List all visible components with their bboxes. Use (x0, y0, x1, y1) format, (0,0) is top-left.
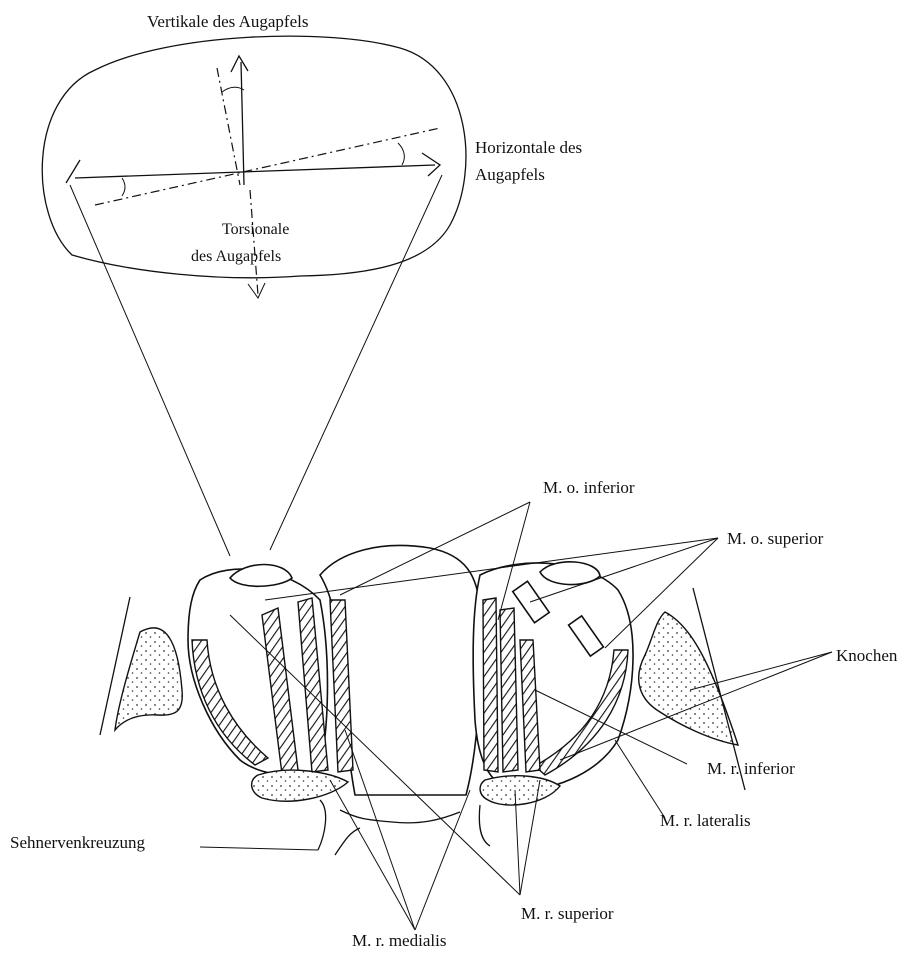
bone-right (639, 612, 738, 745)
label-knochen: Knochen (836, 646, 898, 665)
projection-line-right (270, 175, 442, 550)
right-muscle-2 (500, 608, 518, 772)
vertical-axis-arrowhead (231, 56, 248, 72)
torsional-arrowhead (248, 283, 265, 298)
label-horizontale-line2: Augapfels (475, 165, 545, 184)
vertical-rotation-arc (222, 87, 244, 92)
bone-left (115, 628, 182, 730)
label-horizontale-line1: Horizontale des (475, 138, 582, 157)
orbit-cross-section: M. o. inferior M. o. superior Knochen M.… (10, 478, 898, 950)
label-mo-inferior: M. o. inferior (543, 478, 635, 497)
label-sehnervenkreuzung: Sehnervenkreuzung (10, 833, 146, 852)
horizontal-rotation-arc-left (122, 178, 125, 196)
right-muscle-1 (483, 598, 498, 772)
left-eye (188, 565, 353, 802)
left-cornea (230, 565, 292, 587)
label-mr-lateralis: M. r. lateralis (660, 811, 751, 830)
tilted-vertical-dashed (217, 68, 240, 185)
eyeball-magnified-view: Vertikale des Augapfels Horizontale des … (42, 12, 582, 556)
torsional-axis (250, 190, 258, 295)
label-vertikale: Vertikale des Augapfels (147, 12, 308, 31)
horizontal-rotation-arc-right (398, 143, 404, 165)
right-orbit-floor (480, 776, 560, 805)
label-mo-superior: M. o. superior (727, 529, 824, 548)
horizontal-axis (75, 165, 435, 178)
label-torsionale-line1: Torsionale (222, 221, 289, 238)
label-mr-inferior: M. r. inferior (707, 759, 795, 778)
horizontal-axis-left-tick (66, 160, 80, 183)
right-eye (473, 562, 633, 805)
label-mr-superior: M. r. superior (521, 904, 614, 923)
optic-chiasm (318, 800, 490, 855)
label-mr-medialis: M. r. medialis (352, 931, 446, 950)
label-torsionale-line2: des Augapfels (191, 248, 281, 265)
vertical-axis (241, 62, 244, 185)
projection-line-left (70, 185, 230, 556)
